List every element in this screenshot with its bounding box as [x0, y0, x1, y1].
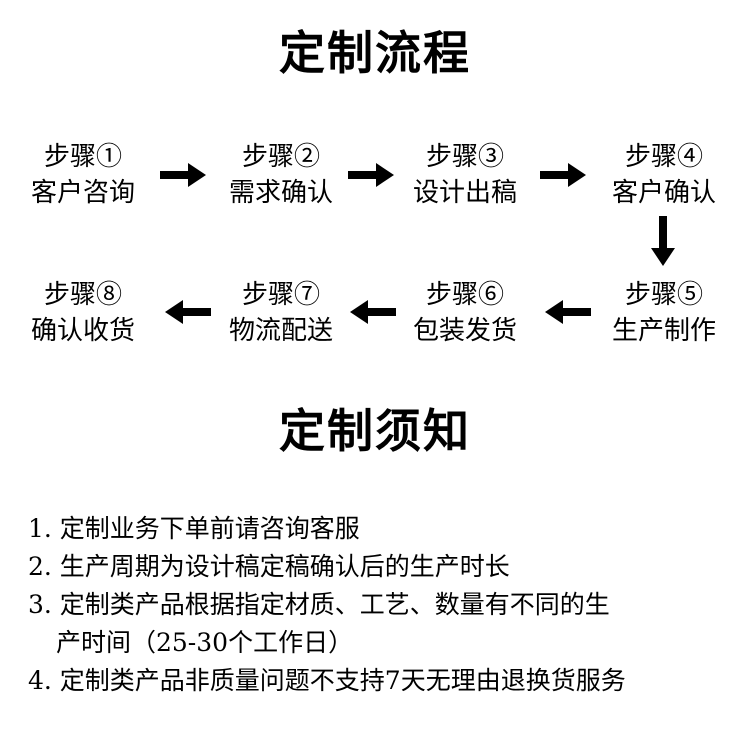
step-8-label: 步骤⑧: [43, 280, 122, 310]
arrow-left-icon: [165, 300, 211, 324]
note-item: 1. 定制业务下单前请咨询客服: [28, 514, 360, 543]
arrow-down-icon: [651, 216, 675, 266]
step-4-desc: 客户确认: [611, 178, 716, 208]
note-item: 3. 定制类产品根据指定材质、工艺、数量有不同的生: [28, 590, 610, 619]
process-title: 定制流程: [279, 26, 471, 80]
step-2-desc: 需求确认: [228, 178, 333, 208]
step-6-desc: 包装发货: [412, 316, 517, 346]
step-7: 步骤⑦ 物流配送: [201, 277, 361, 349]
step-4: 步骤④ 客户确认: [584, 139, 744, 211]
step-2: 步骤② 需求确认: [201, 139, 361, 211]
step-5: 步骤⑤ 生产制作: [584, 277, 744, 349]
step-2-label: 步骤②: [241, 142, 320, 172]
arrow-left-icon: [545, 300, 591, 324]
step-5-label: 步骤⑤: [624, 280, 703, 310]
step-1: 步骤① 客户咨询: [3, 139, 163, 211]
notes-title: 定制须知: [279, 404, 471, 458]
step-6-label: 步骤⑥: [425, 280, 504, 310]
note-item: 4. 定制类产品非质量问题不支持7天无理由退换货服务: [28, 666, 626, 695]
step-8: 步骤⑧ 确认收货: [3, 277, 163, 349]
step-3-label: 步骤③: [425, 142, 504, 172]
step-8-desc: 确认收货: [30, 316, 135, 346]
note-item-continuation: 产时间（25-30个工作日）: [56, 628, 354, 657]
step-7-desc: 物流配送: [228, 316, 333, 346]
step-6: 步骤⑥ 包装发货: [385, 277, 545, 349]
step-4-label: 步骤④: [624, 142, 703, 172]
step-7-label: 步骤⑦: [241, 280, 320, 310]
step-1-label: 步骤①: [43, 142, 122, 172]
notes-list: 1. 定制业务下单前请咨询客服 2. 生产周期为设计稿定稿确认后的生产时长 3.…: [28, 510, 728, 700]
arrow-right-icon: [540, 163, 586, 187]
step-1-desc: 客户咨询: [30, 178, 135, 208]
step-3-desc: 设计出稿: [412, 178, 517, 208]
step-5-desc: 生产制作: [611, 316, 716, 346]
arrow-left-icon: [350, 300, 396, 324]
arrow-right-icon: [348, 163, 394, 187]
note-item: 2. 生产周期为设计稿定稿确认后的生产时长: [28, 552, 510, 581]
step-3: 步骤③ 设计出稿: [385, 139, 545, 211]
arrow-right-icon: [160, 163, 206, 187]
